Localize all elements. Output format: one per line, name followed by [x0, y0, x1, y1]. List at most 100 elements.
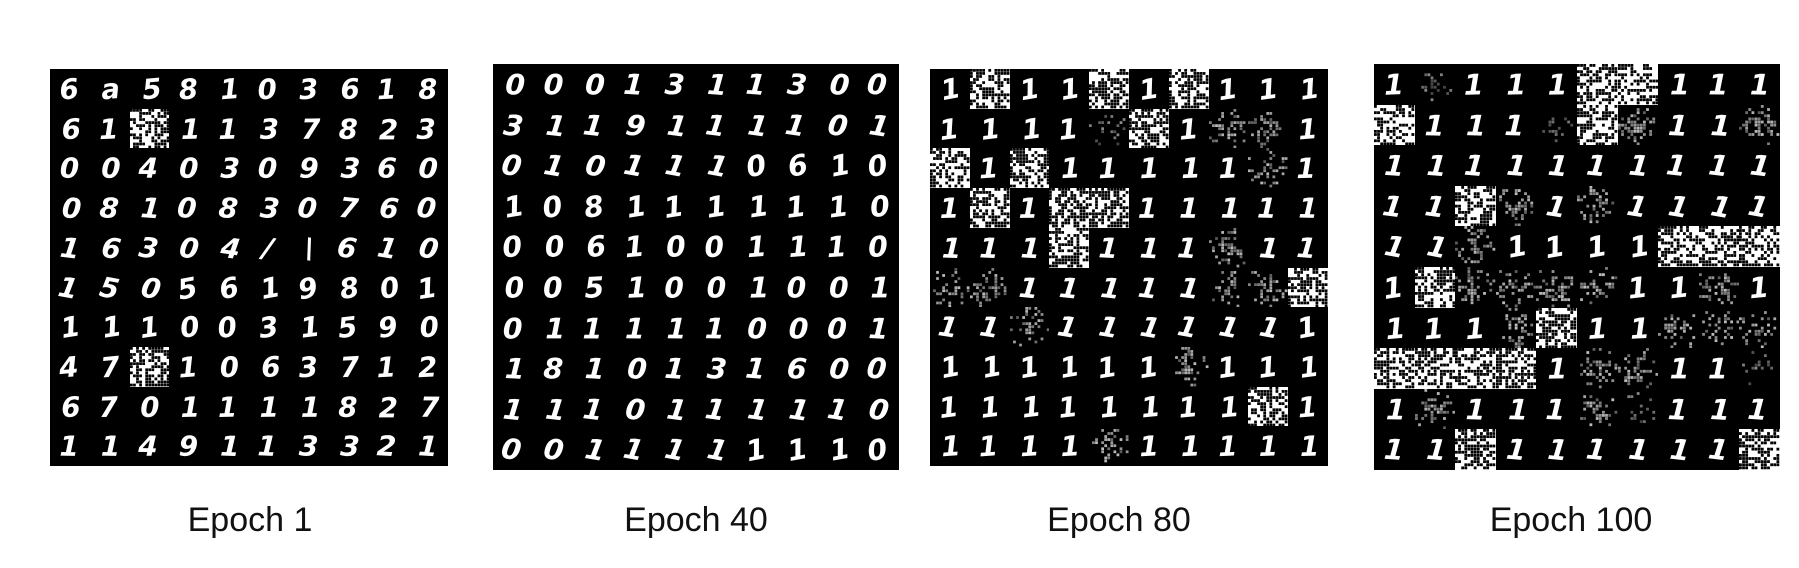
svg-text:1: 1	[1099, 270, 1122, 305]
svg-text:6: 6	[99, 231, 122, 266]
svg-text:1: 1	[1627, 229, 1652, 265]
generated-digit: 3	[289, 426, 329, 466]
svg-text:1: 1	[704, 189, 728, 224]
svg-text:1: 1	[1257, 310, 1282, 346]
generated-digit: 3	[329, 426, 369, 466]
svg-text:3: 3	[417, 112, 437, 145]
generated-digit: 1	[1496, 226, 1537, 267]
svg-text:1: 1	[218, 112, 238, 145]
generated-digit: 1	[1129, 307, 1169, 347]
svg-text:1: 1	[704, 108, 728, 143]
generated-digit: 1	[1699, 429, 1740, 470]
generated-digit: 0	[408, 148, 448, 188]
svg-text:0: 0	[378, 270, 402, 306]
svg-text:6: 6	[339, 72, 360, 106]
generated-digit: 7	[289, 109, 329, 149]
generated-digit: 8	[329, 268, 369, 308]
generated-digit: 1	[818, 429, 859, 470]
generated-digit: 1	[1658, 105, 1699, 146]
svg-text:4: 4	[218, 230, 243, 266]
generated-sample-dim	[1699, 308, 1740, 349]
svg-text:1: 1	[1626, 271, 1649, 306]
svg-text:1: 1	[1215, 350, 1239, 385]
generated-digit: 1	[1288, 426, 1328, 466]
generated-digit: 0	[858, 186, 899, 227]
svg-text:0: 0	[219, 350, 241, 384]
svg-text:1: 1	[868, 312, 889, 346]
generated-digit: 0	[493, 429, 534, 470]
generated-digit: 9	[368, 307, 408, 347]
svg-text:1: 1	[1708, 353, 1728, 386]
generated-digit: 1	[615, 64, 656, 105]
svg-text:4: 4	[137, 152, 158, 185]
generated-digit: \	[289, 228, 329, 268]
svg-text:1: 1	[1707, 149, 1730, 184]
svg-text:0: 0	[178, 310, 202, 345]
svg-text:1: 1	[59, 430, 79, 463]
generated-digit: 1	[615, 145, 656, 186]
generated-digit: 1	[777, 429, 818, 470]
svg-text:1: 1	[1215, 72, 1239, 107]
svg-text:1: 1	[705, 432, 731, 468]
generated-digit: 1	[1049, 387, 1089, 427]
svg-text:1: 1	[979, 349, 1004, 385]
generated-digit: 1	[1658, 267, 1699, 308]
generated-sample-dim	[1248, 148, 1288, 188]
generated-digit: 1	[1455, 145, 1496, 186]
generated-digit: 1	[1129, 228, 1169, 268]
generated-digit: 1	[1010, 69, 1050, 109]
svg-text:0: 0	[542, 68, 564, 102]
generated-digit: 1	[818, 226, 859, 267]
generated-digit: 0	[818, 105, 859, 146]
generated-digit: 1	[1577, 145, 1618, 186]
svg-text:1: 1	[415, 270, 439, 306]
svg-text:8: 8	[582, 189, 607, 225]
svg-text:1: 1	[663, 432, 688, 468]
generated-sample-noise	[1739, 226, 1780, 267]
svg-text:9: 9	[179, 430, 199, 464]
svg-text:1: 1	[1668, 270, 1691, 305]
svg-text:1: 1	[744, 352, 766, 387]
generated-digit: 0	[534, 64, 575, 105]
generated-digit: 3	[249, 307, 289, 347]
svg-text:1: 1	[1257, 192, 1277, 225]
svg-text:1: 1	[1667, 109, 1689, 143]
svg-text:1: 1	[581, 392, 604, 427]
caption-epoch-40: Epoch 40	[624, 501, 768, 539]
svg-text:1: 1	[1466, 109, 1487, 143]
generated-digit: 1	[1536, 389, 1577, 430]
generated-digit: 1	[1658, 64, 1699, 105]
generated-digit: 1	[1618, 267, 1659, 308]
svg-text:1: 1	[743, 433, 769, 469]
svg-text:0: 0	[786, 271, 806, 304]
generated-digit: 0	[408, 307, 448, 347]
svg-text:0: 0	[583, 148, 608, 184]
svg-text:1: 1	[177, 350, 199, 384]
svg-text:1: 1	[1180, 430, 1201, 464]
generated-digit: 1	[1169, 228, 1209, 268]
svg-text:1: 1	[1019, 389, 1042, 424]
generated-digit: 1	[1169, 307, 1209, 347]
generated-digit: 1	[1209, 307, 1249, 347]
generated-digit: 0	[696, 226, 737, 267]
svg-text:1: 1	[1708, 189, 1733, 225]
svg-text:1: 1	[1297, 112, 1319, 146]
generated-digit: 0	[818, 348, 859, 389]
generated-sample-noise	[1374, 348, 1415, 389]
generated-digit: 1	[1288, 69, 1328, 109]
generated-digit: 1	[574, 308, 615, 349]
generated-digit: 1	[1536, 186, 1577, 227]
svg-text:2: 2	[379, 112, 398, 145]
generated-sample-faint	[1739, 348, 1780, 389]
generated-digit: 1	[1169, 426, 1209, 466]
generated-digit: 0	[574, 64, 615, 105]
generated-digit: 5	[329, 307, 369, 347]
svg-text:3: 3	[297, 350, 318, 384]
generated-digit: 1	[1049, 347, 1089, 387]
svg-text:7: 7	[339, 350, 361, 384]
generated-digit: 1	[130, 307, 170, 347]
svg-text:1: 1	[1545, 393, 1566, 427]
generated-digit: /	[249, 228, 289, 268]
generated-digit: 1	[655, 429, 696, 470]
svg-text:1: 1	[623, 230, 646, 265]
